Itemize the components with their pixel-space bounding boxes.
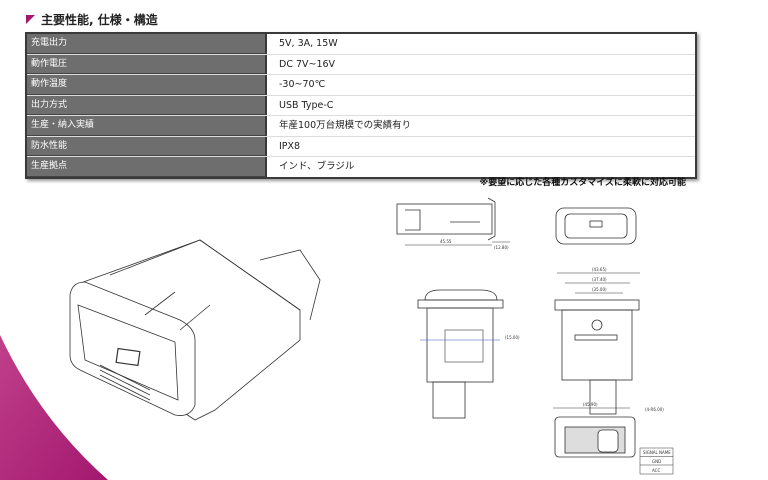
spec-label: 動作電圧 xyxy=(27,54,267,74)
dim-label: 45.55 xyxy=(440,239,452,244)
spec-value: -30~70℃ xyxy=(279,79,326,90)
signal-table-header: SIGNAL NAME xyxy=(643,450,671,455)
connector-view-drawing: (45.90) (4-R6.00) SIGNAL NAME GND ACC xyxy=(553,402,674,475)
dim-label: (45.90) xyxy=(583,402,598,407)
spec-label: 出力方式 xyxy=(27,95,267,115)
spec-value: IPX8 xyxy=(279,140,301,152)
side-view-drawing: 45.55 (12.80) xyxy=(396,197,510,250)
triangle-bullet-icon xyxy=(26,15,35,24)
spec-label: 生産拠点 xyxy=(27,157,267,177)
spec-value: DC 7V~16V xyxy=(279,58,336,70)
section-title: 主要性能, 仕様・構造 xyxy=(26,11,158,28)
spec-table: 充電出力 5V, 3A, 15W 動作電圧 DC 7V~16V 動作温度 -30~70℃ 出… xyxy=(25,32,697,179)
product-drawings: 45.55 (12.80) (15.00) (43.65) (37.40) (3… xyxy=(69,197,674,475)
spec-label: 防水性能 xyxy=(27,136,267,156)
dim-label: (15.00) xyxy=(505,335,520,340)
spec-row: 動作温度 -30~70℃ xyxy=(27,75,695,96)
spec-row: 防水性能 IPX8 xyxy=(27,136,695,157)
spec-row: 生産拠点 インド、ブラジル xyxy=(27,157,695,177)
signal-table-cell: GND xyxy=(652,459,661,464)
customization-note: ※要望に応じた各種カスタマイズに柔軟に対応可能 xyxy=(479,178,686,188)
spec-row: 出力方式 USB Type-C xyxy=(27,95,695,116)
spec-row: 生産・納入実績 年産100万台規模での実績有り xyxy=(27,116,695,137)
dim-label: (4-R6.00) xyxy=(645,407,664,412)
spec-label: 生産・納入実績 xyxy=(27,116,267,136)
dim-label: (12.80) xyxy=(494,245,509,250)
section-view-drawing: (15.00) xyxy=(417,289,520,419)
spec-value: 年産100万台規模での実績有り xyxy=(279,120,412,131)
product-isometric-view xyxy=(69,239,321,421)
front-view-drawing xyxy=(555,207,637,245)
spec-label: 動作温度 xyxy=(27,75,267,95)
spec-label: 充電出力 xyxy=(27,34,267,54)
spec-value: 5V, 3A, 15W xyxy=(279,38,338,49)
spec-value: USB Type-C xyxy=(279,99,334,111)
dim-label: (37.40) xyxy=(592,277,607,282)
section-title-text: 主要性能, 仕様・構造 xyxy=(41,13,158,27)
signal-table-cell: ACC xyxy=(652,468,660,473)
spec-row: 充電出力 5V, 3A, 15W xyxy=(27,34,695,55)
dim-label: (43.65) xyxy=(592,267,607,272)
rear-view-drawing: (43.65) (37.40) (35.00) xyxy=(554,267,640,415)
spec-value: インド、ブラジル xyxy=(279,161,355,172)
dim-label: (35.00) xyxy=(592,287,607,292)
spec-row: 動作電圧 DC 7V~16V xyxy=(27,54,695,75)
